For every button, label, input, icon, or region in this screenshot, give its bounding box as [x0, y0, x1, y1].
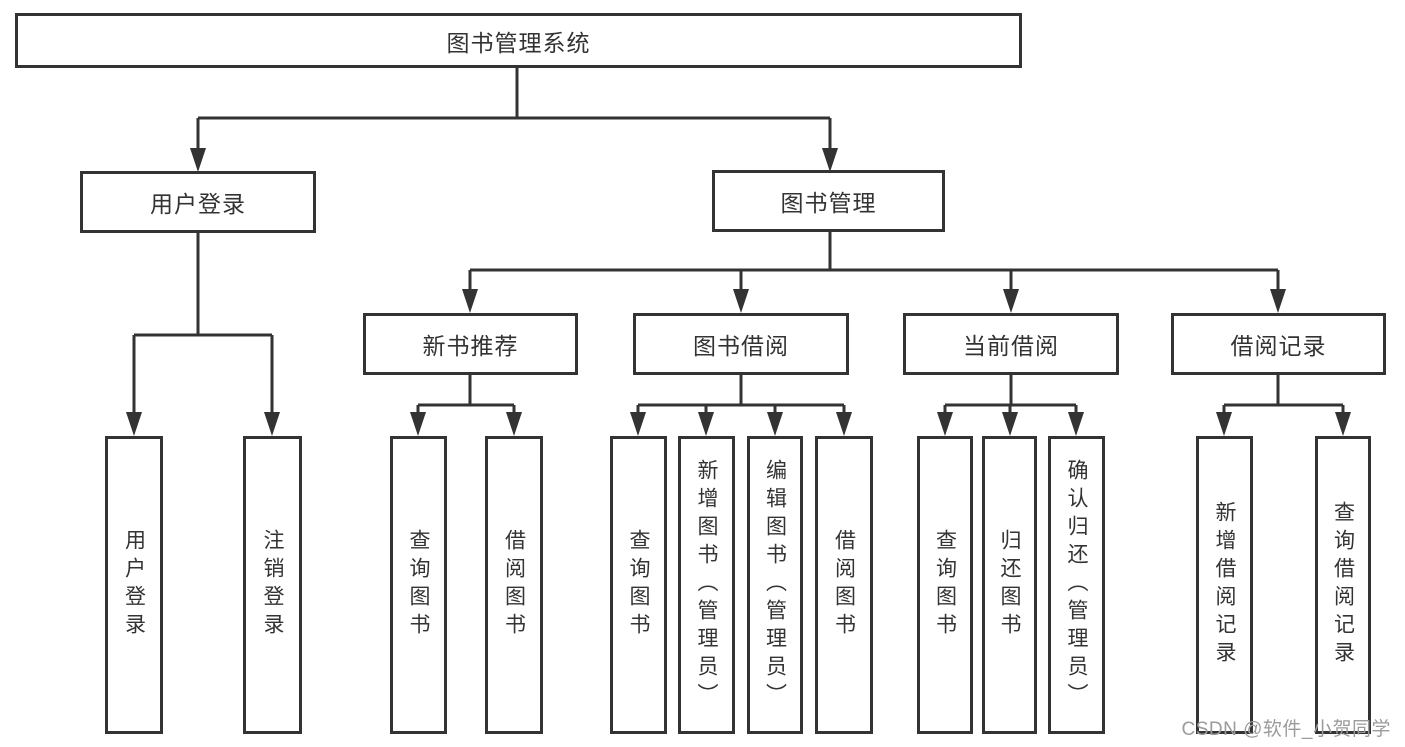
arrow-down-icon	[1003, 289, 1019, 313]
node-borrow-record: 借阅记录	[1171, 313, 1386, 375]
wire-root-bus	[196, 68, 832, 154]
node-user-login: 用户登录	[80, 171, 316, 233]
arrow-down-icon	[937, 412, 953, 436]
arrow-down-icon	[630, 412, 646, 436]
node-book-management: 图书管理	[712, 170, 945, 232]
arrow-down-icon	[126, 412, 142, 436]
arrow-down-icon	[506, 412, 522, 436]
leaf-query-books: 查询图书	[390, 436, 447, 734]
watermark: CSDN @软件_小贺同学	[1181, 719, 1391, 740]
arrow-down-icon	[190, 148, 206, 172]
leaf-edit-books-admin: 编辑图书（管理员）	[747, 436, 803, 734]
wire-user-login-bus	[132, 233, 274, 414]
leaf-borrow-books: 借阅图书	[815, 436, 873, 734]
wire-new-book-bus	[416, 375, 516, 414]
leaf-user-login: 用户登录	[105, 436, 163, 734]
leaf-confirm-return-admin: 确认归还（管理员）	[1048, 436, 1105, 734]
node-new-book-recommend: 新书推荐	[363, 313, 578, 375]
arrow-down-icon	[822, 148, 838, 172]
node-library-management-system: 图书管理系统	[15, 13, 1022, 68]
arrow-down-icon	[462, 289, 478, 313]
arrowheads	[126, 148, 1351, 436]
wire-book-borrow-bus	[636, 375, 846, 414]
wire-book-mgmt-bus	[468, 232, 1280, 291]
arrow-down-icon	[1335, 412, 1351, 436]
arrow-down-icon	[767, 412, 783, 436]
leaf-add-books-admin: 新增图书（管理员）	[678, 436, 735, 734]
leaf-query-books: 查询图书	[917, 436, 973, 734]
node-book-borrow: 图书借阅	[633, 313, 849, 375]
leaf-logout: 注销登录	[243, 436, 302, 734]
arrow-down-icon	[1216, 412, 1232, 436]
arrow-down-icon	[1068, 412, 1084, 436]
arrow-down-icon	[410, 412, 426, 436]
leaf-query-borrow-record: 查询借阅记录	[1315, 436, 1371, 734]
leaf-return-books: 归还图书	[982, 436, 1037, 734]
arrow-down-icon	[1002, 412, 1018, 436]
wire-current-borrow-bus	[943, 375, 1078, 414]
wire-borrow-record-bus	[1222, 375, 1345, 414]
node-current-borrow: 当前借阅	[903, 313, 1119, 375]
arrow-down-icon	[836, 412, 852, 436]
arrow-down-icon	[264, 412, 280, 436]
arrow-down-icon	[733, 289, 749, 313]
arrow-down-icon	[1270, 289, 1286, 313]
leaf-query-books: 查询图书	[610, 436, 667, 734]
leaf-borrow-books: 借阅图书	[485, 436, 543, 734]
leaf-add-borrow-record: 新增借阅记录	[1196, 436, 1253, 734]
arrow-down-icon	[698, 412, 714, 436]
